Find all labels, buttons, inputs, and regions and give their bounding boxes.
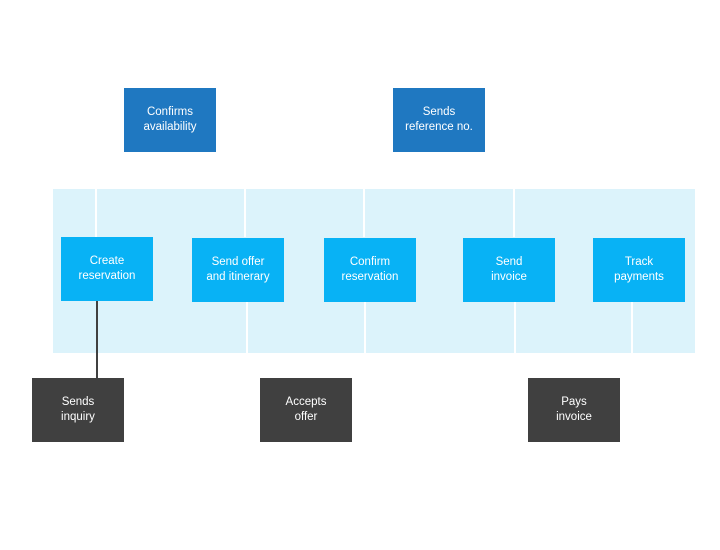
box-label: Send invoice <box>491 256 527 283</box>
confirms-availability-box: Confirms availability <box>124 88 216 152</box>
lane-divider <box>244 189 246 237</box>
create-reservation-box: Create reservation <box>61 237 153 301</box>
box-label: Send offer and itinerary <box>206 256 270 283</box>
connector-line <box>96 301 98 379</box>
track-payments-box: Track payments <box>593 238 685 302</box>
box-label: Sends inquiry <box>61 396 95 423</box>
box-label: Track payments <box>614 256 664 283</box>
send-offer-box: Send offer and itinerary <box>192 238 284 302</box>
pays-invoice-box: Pays invoice <box>528 378 620 442</box>
box-label: Pays invoice <box>556 396 592 423</box>
box-label: Sends reference no. <box>405 106 473 133</box>
sends-inquiry-box: Sends inquiry <box>32 378 124 442</box>
box-label: Create reservation <box>78 255 136 282</box>
accepts-offer-box: Accepts offer <box>260 378 352 442</box>
lane-divider <box>246 301 248 353</box>
lane-divider <box>514 301 516 353</box>
box-label: Confirms availability <box>143 106 197 133</box>
lane-divider <box>631 301 633 353</box>
send-invoice-box: Send invoice <box>463 238 555 302</box>
lane-divider <box>364 301 366 353</box>
box-label: Confirm reservation <box>341 256 399 283</box>
lane-divider <box>513 189 515 237</box>
sends-reference-box: Sends reference no. <box>393 88 485 152</box>
confirm-reservation-box: Confirm reservation <box>324 238 416 302</box>
lane-divider <box>363 189 365 237</box>
lane-divider <box>95 189 97 237</box>
box-label: Accepts offer <box>285 396 327 423</box>
